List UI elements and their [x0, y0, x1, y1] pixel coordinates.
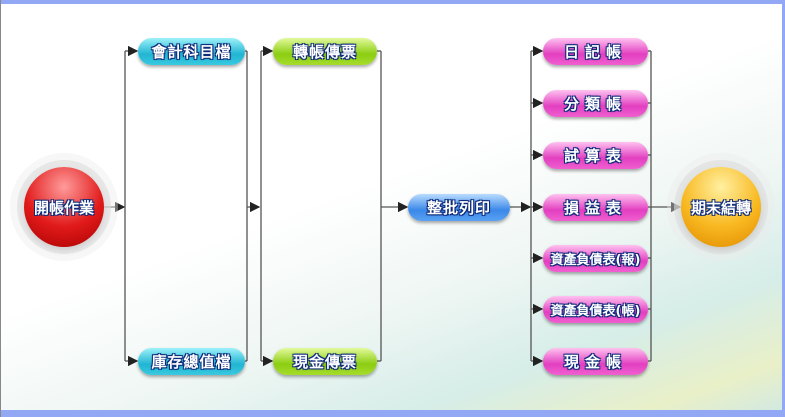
opening-entry-button[interactable]: 開帳作業 — [24, 167, 104, 247]
batch-print-button[interactable]: 整批列印 — [408, 194, 510, 221]
chart-of-accounts-button[interactable]: 會計科目檔 — [138, 38, 245, 65]
journal-button[interactable]: 日記帳 — [543, 38, 648, 65]
ledger-button[interactable]: 分類帳 — [543, 90, 648, 117]
balance-sheet-report-button[interactable]: 資產負債表(報) — [543, 245, 648, 272]
cash-book-button[interactable]: 現金帳 — [543, 348, 648, 375]
top-border — [0, 0, 785, 4]
bottom-border — [0, 410, 785, 417]
cash-voucher-button[interactable]: 現金傳票 — [273, 348, 377, 375]
right-border — [782, 0, 785, 417]
balance-sheet-ledger-button[interactable]: 資產負債表(帳) — [543, 296, 648, 323]
period-end-closing-button[interactable]: 期末結轉 — [681, 167, 761, 247]
trial-balance-button[interactable]: 試算表 — [543, 142, 648, 169]
inventory-value-button[interactable]: 庫存總值檔 — [138, 348, 245, 375]
income-statement-button[interactable]: 損益表 — [543, 194, 648, 221]
left-border — [0, 0, 1, 417]
transfer-voucher-button[interactable]: 轉帳傳票 — [273, 38, 377, 65]
